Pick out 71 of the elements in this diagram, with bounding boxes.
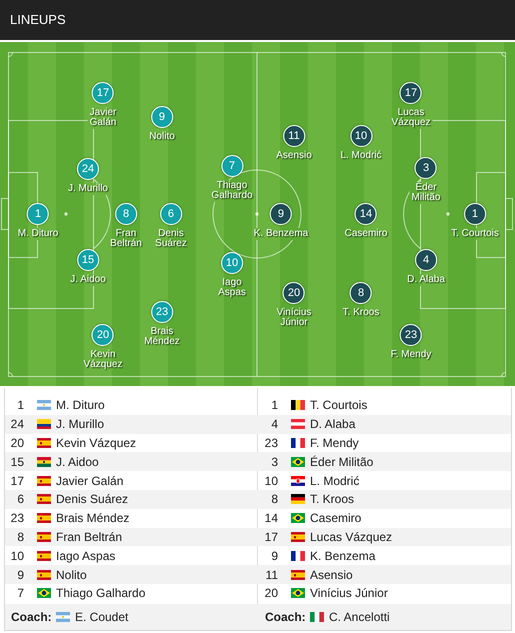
shirt-number: 9 [271, 548, 278, 563]
shirt-number: 9 [17, 568, 24, 582]
player-name: Fran Beltrán [110, 229, 142, 249]
shirt-number: 10 [10, 548, 24, 563]
shirt-number: 20 [264, 586, 278, 600]
shirt-number: 10 [264, 474, 278, 488]
shirt-number: 4 [271, 417, 278, 432]
shirt-number: 17 [10, 474, 24, 488]
shirt-number: 17 [264, 530, 278, 544]
player-name: T. Kroos [342, 308, 380, 318]
coach-label: Coach: [11, 610, 52, 624]
player-name: Vinícius Júnior [276, 308, 312, 328]
shirt-number: 20 [10, 436, 24, 450]
player-name: Lucas Vázquez [392, 108, 430, 128]
player-name: Casemiro [310, 511, 362, 526]
player-name: K. Benzema [254, 229, 308, 239]
player-name: J. Aidoo [56, 454, 99, 469]
player-name: D. Alaba [310, 417, 356, 432]
player-name: Brais Méndez [56, 511, 130, 526]
player-name: Éder Militão [310, 454, 374, 469]
player-name: L. Modrić [340, 151, 382, 161]
player-name: L. Modrić [310, 474, 360, 488]
shirt-number: 7 [17, 586, 24, 600]
player-name: M. Dituro [18, 229, 58, 239]
player-name: Nolito [149, 132, 175, 142]
player-name: M. Dituro [56, 398, 105, 412]
coach-name: E. Coudet [75, 610, 128, 624]
player-name: F. Mendy [390, 350, 432, 360]
player-name: Iago Aspas [218, 278, 246, 298]
coach-label: Coach: [265, 610, 306, 624]
title-text: LINEUPS [10, 12, 66, 28]
player-name: Fran Beltrán [56, 530, 122, 544]
player-name: Nolito [56, 568, 87, 582]
player-name: K. Benzema [310, 548, 376, 563]
player-name: Thiago Galhardo [211, 181, 253, 201]
shirt-number: 3 [271, 454, 278, 469]
player-name: F. Mendy [310, 436, 359, 450]
player-name: Denis Suárez [155, 229, 187, 249]
shirt-number: 6 [17, 492, 24, 506]
player-name: T. Kroos [310, 492, 354, 506]
coach-name: C. Ancelotti [329, 610, 390, 624]
player-name: J. Murillo [56, 417, 104, 432]
shirt-number: 11 [266, 568, 278, 582]
shirt-number: 1 [271, 398, 278, 412]
shirt-number: 14 [264, 511, 278, 526]
player-name: Asensio [276, 151, 312, 161]
player-name: Éder Militão [412, 183, 440, 203]
shirt-number: 23 [264, 436, 278, 450]
player-name: Iago Aspas [56, 548, 116, 563]
shirt-number: 8 [17, 530, 24, 544]
player-name: Kevin Vázquez [56, 436, 136, 450]
player-name: Brais Méndez [144, 327, 180, 347]
shirt-number: 15 [10, 454, 24, 469]
player-name: Asensio [310, 568, 353, 582]
player-name: Vinícius Júnior [310, 586, 388, 600]
shirt-number: 8 [271, 492, 278, 506]
player-name: T. Courtois [310, 398, 368, 412]
player-name: Denis Suárez [56, 492, 128, 506]
player-name: Thiago Galhardo [56, 586, 146, 600]
shirt-number: 24 [10, 417, 24, 432]
player-name: Casemiro [344, 229, 388, 239]
shirt-number: 1 [17, 398, 24, 412]
player-name: Javier Galán [90, 108, 116, 128]
player-name: T. Courtois [451, 229, 499, 239]
shirt-number: 23 [10, 511, 24, 526]
player-name: Lucas Vázquez [310, 530, 392, 544]
player-name: D. Alaba [407, 275, 445, 285]
player-name: J. Murillo [68, 184, 108, 194]
player-name: Kevin Vázquez [84, 350, 122, 370]
player-name: J. Aidoo [70, 275, 106, 285]
player-name: Javier Galán [56, 474, 124, 488]
